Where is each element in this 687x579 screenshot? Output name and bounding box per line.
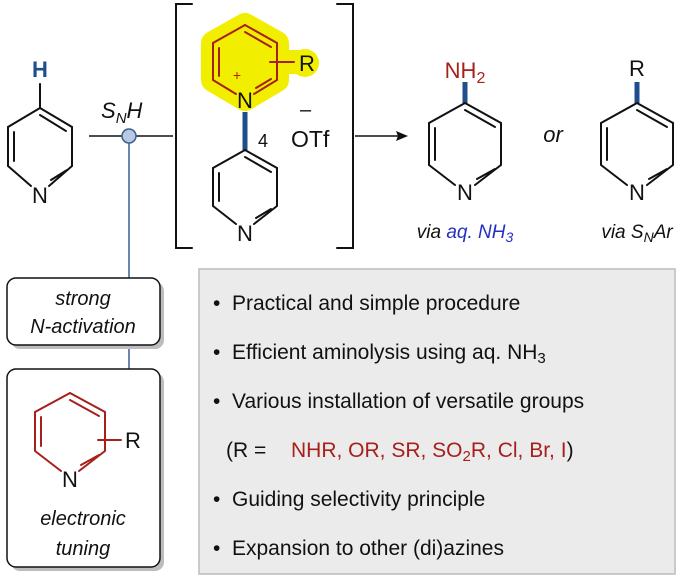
- highlight-r: [291, 49, 319, 77]
- r-substituent: R: [299, 51, 315, 76]
- plus-charge: +: [233, 67, 241, 83]
- counter-charge: –: [300, 99, 312, 121]
- arrow-head-icon: [396, 131, 408, 141]
- pyridine-ring: [600, 102, 674, 186]
- nitrogen-label: N: [32, 183, 48, 208]
- product-substituted-pyridine: R N via SNAr: [600, 56, 674, 245]
- activation-line2: N-activation: [30, 316, 136, 338]
- tuning-line2: tuning: [56, 538, 111, 560]
- right-bracket: [336, 3, 354, 249]
- r-groups-line: (R = NHR, OR, SR, SO2R, Cl, Br, I): [226, 439, 574, 465]
- pyridinium-ring: [212, 24, 295, 95]
- activation-line1: strong: [55, 288, 111, 310]
- snh-s: S: [101, 98, 116, 123]
- product-aminopyridine: NH2 N via aq. NH3: [417, 58, 514, 245]
- tuning-box: R N electronic tuning: [6, 368, 164, 571]
- snh-label: SNH: [101, 98, 143, 127]
- snh-sub: N: [116, 110, 127, 127]
- nitrogen-label: N: [629, 180, 645, 205]
- r-label: R: [629, 56, 645, 81]
- tuning-line1: electronic: [40, 508, 126, 530]
- nh2-label: NH2: [445, 58, 486, 87]
- features-frame: [198, 268, 676, 575]
- snh-h: H: [127, 98, 143, 123]
- nitrogen-label: N: [457, 180, 473, 205]
- box-frame: [6, 277, 161, 346]
- feature-installation: •Various installation of versatile group…: [213, 390, 584, 413]
- via-label: via SNAr: [601, 222, 673, 245]
- feature-aminolysis: •Efficient aminolysis using aq. NH3: [213, 341, 546, 367]
- feature-selectivity: •Guiding selectivity principle: [213, 488, 485, 511]
- n-lower-label: N: [237, 221, 253, 246]
- reactant-pyridine: H N: [7, 57, 73, 208]
- snh-step: SNH: [89, 98, 173, 369]
- node-circle: [121, 128, 137, 144]
- pyridinium-intermediate: R + N 4 N – OTf: [201, 13, 330, 246]
- nitrogen-label: N: [62, 467, 78, 492]
- via-label: via aq. NH3: [417, 222, 514, 245]
- n-plus-label: N: [237, 88, 253, 113]
- left-bracket: [175, 3, 193, 249]
- pyridine-ring-lower: [212, 149, 278, 225]
- pyridine-ring: [428, 102, 502, 186]
- features-box: •Practical and simple procedure •Efficie…: [198, 268, 676, 575]
- activation-box: strong N-activation: [6, 277, 164, 349]
- hydrogen-label: H: [32, 57, 48, 82]
- substituted-pyridine-ring: [34, 392, 122, 472]
- position-label: 4: [258, 131, 268, 151]
- pyridine-ring: [7, 107, 73, 187]
- feature-practical: •Practical and simple procedure: [213, 292, 520, 315]
- r-label: R: [125, 428, 141, 453]
- counter-ion: OTf: [291, 126, 330, 152]
- or-label: or: [543, 122, 564, 147]
- feature-expansion: •Expansion to other (di)azines: [213, 537, 504, 560]
